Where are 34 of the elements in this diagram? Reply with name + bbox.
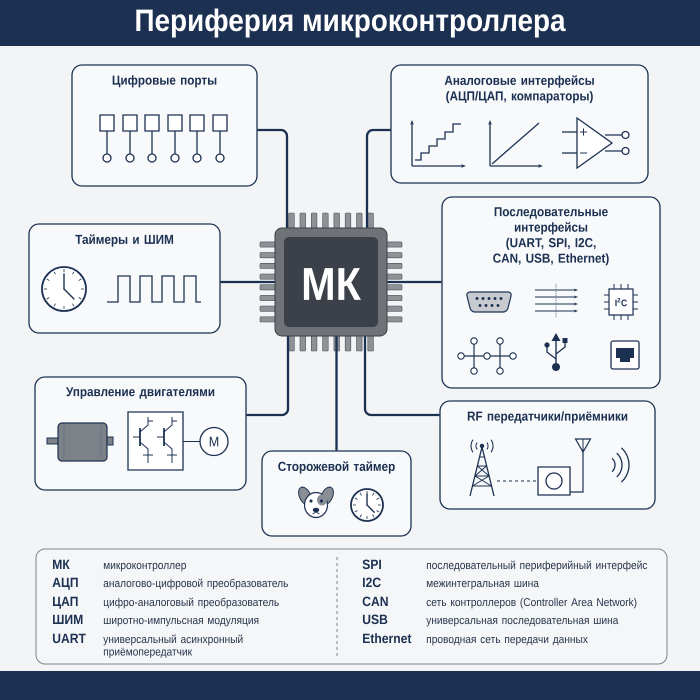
- definition-text: межинтегральная шина: [426, 580, 539, 590]
- feature-box: Таймеры и ШИМ: [28, 223, 221, 334]
- definition-text: проводная сеть передачи данных: [426, 636, 588, 646]
- symbol-letter: M: [210, 436, 218, 446]
- definition-text: микроконтроллер: [104, 562, 186, 572]
- abbreviation: UART: [52, 634, 86, 644]
- definition-text: последовательный периферийный интерфейс: [426, 560, 648, 572]
- abbreviation: I2C: [363, 578, 381, 588]
- connector-line: [364, 336, 440, 416]
- connector-line: [335, 336, 338, 450]
- connector-line: [258, 128, 288, 228]
- definition-text: сеть контроллеров (Controller Area Network): [426, 598, 636, 608]
- connector-line: [388, 280, 442, 284]
- abbreviation: USB: [362, 614, 388, 624]
- connector-line: [246, 336, 290, 416]
- abbreviation: Ethernet: [363, 633, 412, 644]
- title-bar: Периферия микроконтроллера: [0, 0, 700, 46]
- definition-text: широтно-импульсная модуляция: [104, 618, 258, 626]
- abbreviation: АЦП: [52, 578, 78, 590]
- feature-box: Цифровые порты: [71, 64, 258, 187]
- feature-box: RF передатчики/приёмники: [439, 400, 656, 510]
- abbreviation: ШИМ: [53, 614, 82, 624]
- connector-line: [220, 280, 274, 284]
- chip-marking: I$^{2}$C: [615, 298, 627, 306]
- abbreviation: МК: [53, 560, 70, 569]
- connector-line: [366, 128, 390, 228]
- definition-text: аналогово-цифровой преобразователь: [104, 578, 288, 590]
- definition-text: цифро-аналоговый преобразователь: [104, 598, 279, 608]
- abbreviation: CAN: [362, 596, 388, 606]
- definition-text: универсальная последовательная шина: [426, 618, 618, 626]
- abbreviation: ЦАП: [53, 596, 78, 609]
- feature-box: Аналоговые интерфейсы (АЦП/ЦАП, компараторы): [390, 64, 649, 184]
- abbreviation: SPI: [362, 560, 381, 570]
- definition-text: универсальный асинхронный приёмопередатчик: [103, 634, 242, 658]
